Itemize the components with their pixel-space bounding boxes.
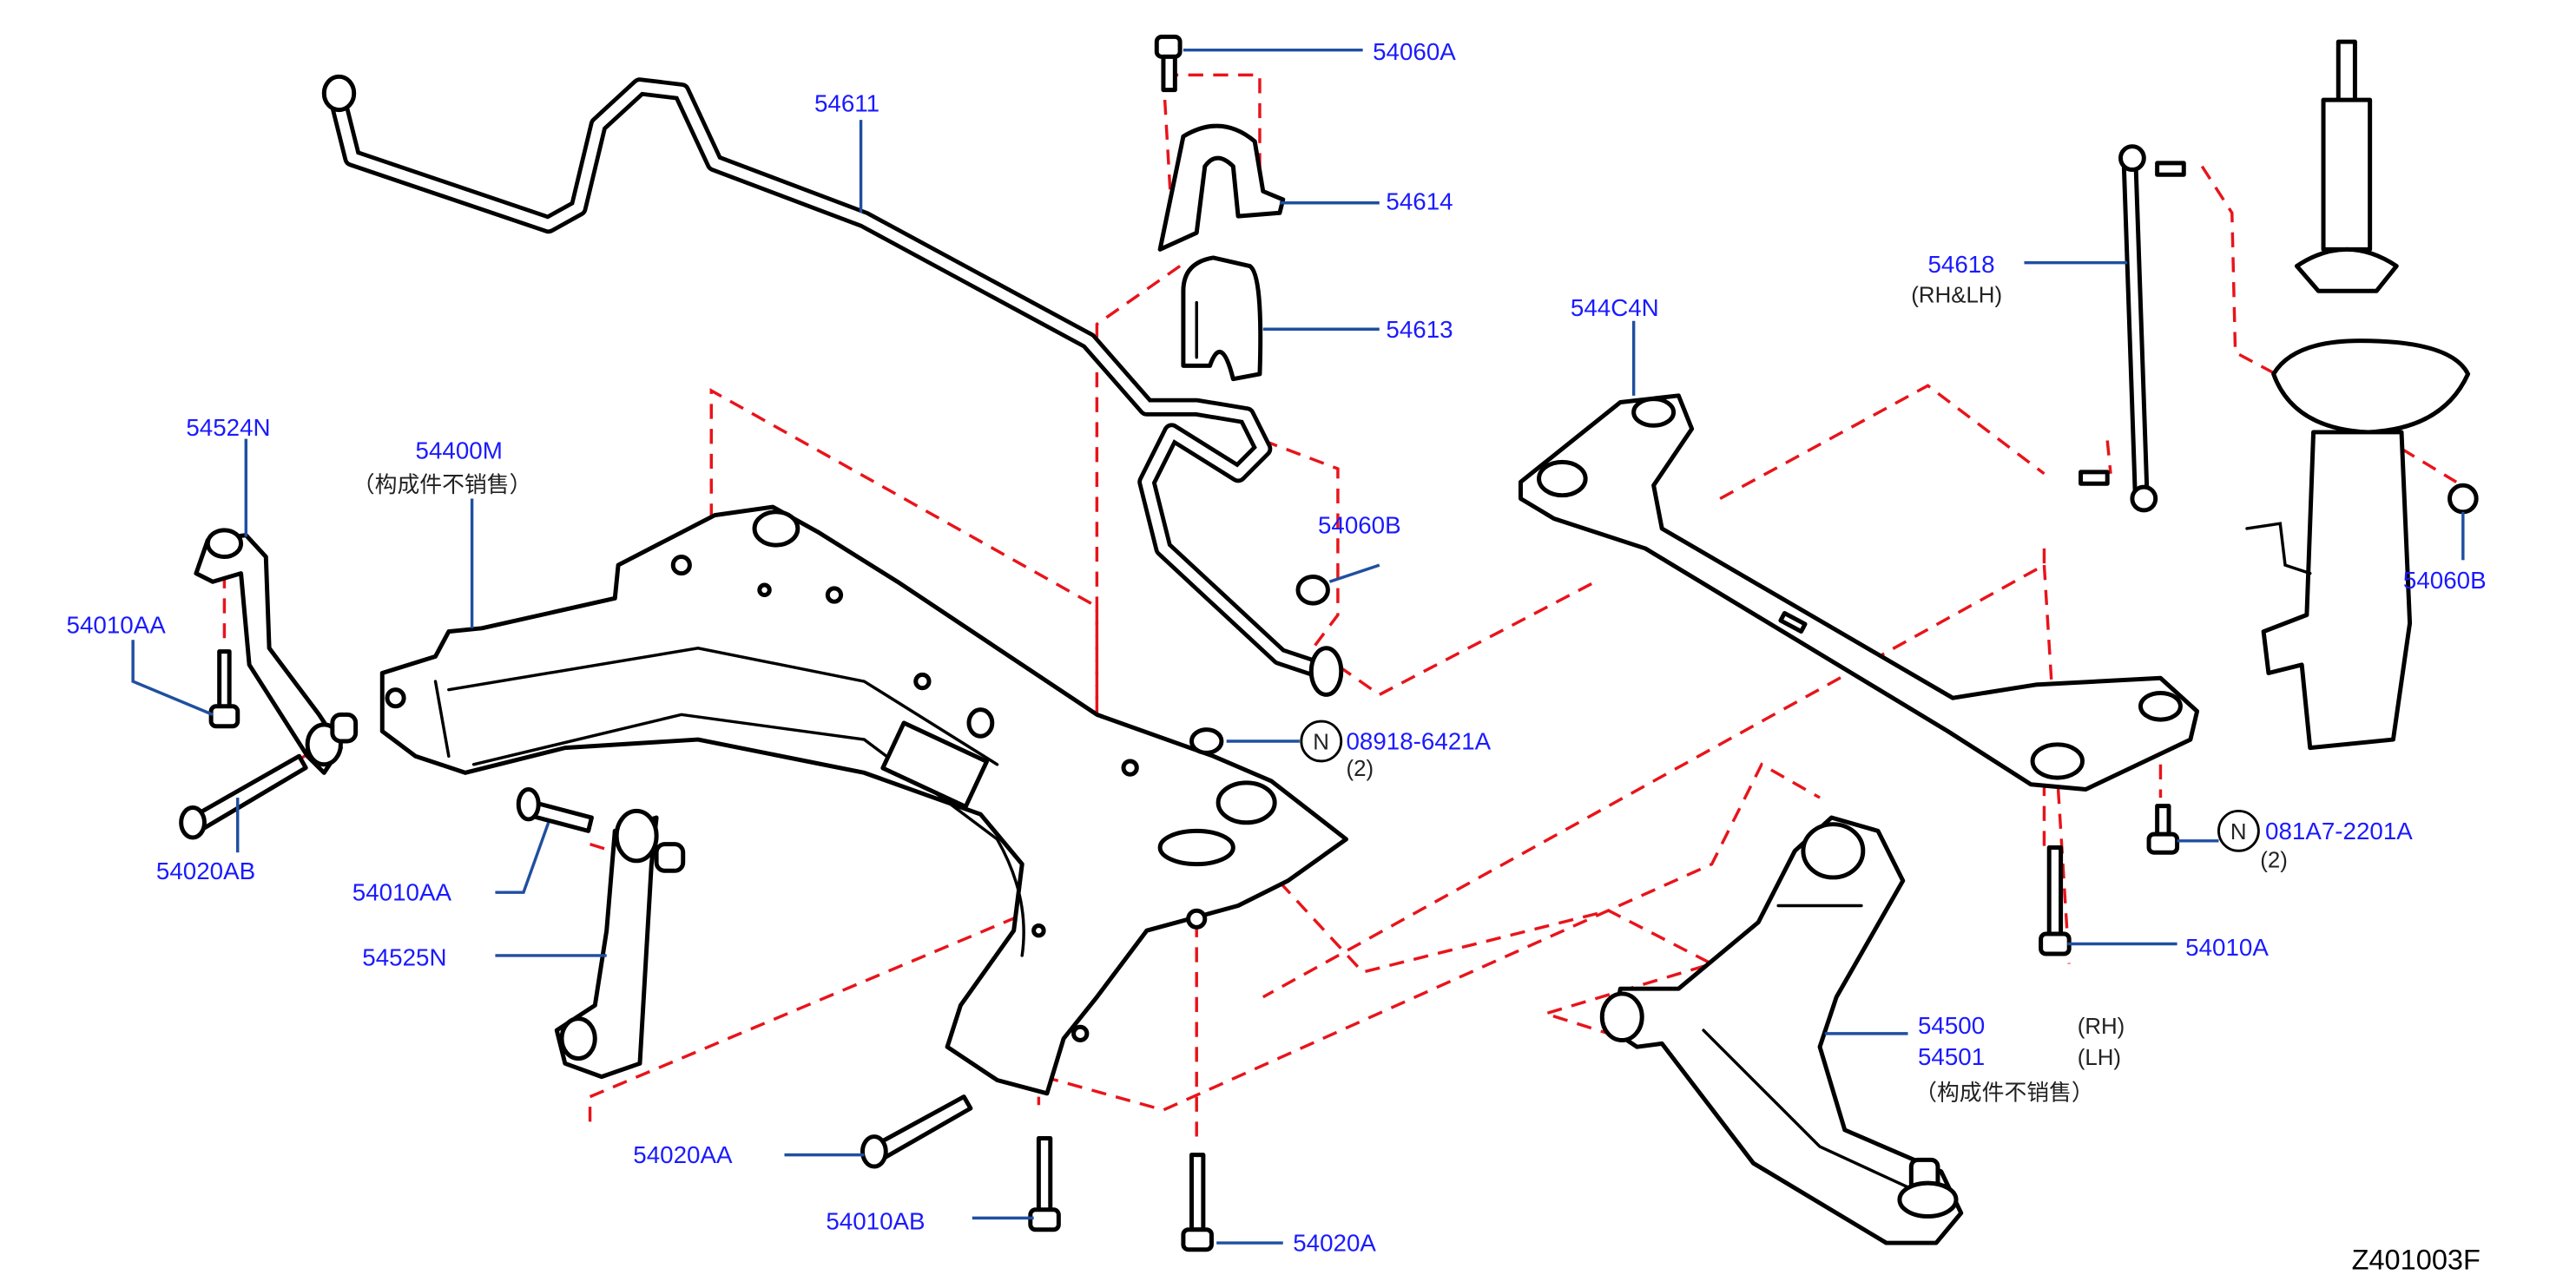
note-54400M: （构成件不销售）: [352, 472, 532, 497]
label-54020AA[interactable]: 54020AA: [633, 1141, 733, 1168]
n-mark-2: N: [2230, 820, 2247, 844]
label-08918-6421A[interactable]: 08918-6421A: [1346, 728, 1491, 755]
label-54500[interactable]: 54500: [1918, 1012, 1985, 1039]
stabilizer-link: [2079, 144, 2186, 513]
front-crossmember: [379, 504, 1348, 1096]
side-54501: (LH): [2078, 1046, 2121, 1070]
label-54010A[interactable]: 54010A: [2185, 934, 2269, 961]
bolt-54010AA-1: [208, 649, 240, 729]
diagram-code: Z401003F: [2352, 1245, 2480, 1276]
bolt-54020A: [1181, 1153, 1214, 1252]
label-54400M[interactable]: 54400M: [416, 437, 503, 464]
strut-assembly: [2245, 39, 2479, 751]
label-54613[interactable]: 54613: [1386, 316, 1453, 343]
nut-54060B-left: [1295, 574, 1330, 606]
side-54618: (RH&LH): [1911, 284, 2002, 308]
label-54020A[interactable]: 54020A: [1293, 1230, 1376, 1257]
label-081A7-2201A[interactable]: 081A7-2201A: [2265, 818, 2413, 844]
qty-081A7: (2): [2260, 848, 2288, 872]
link-54525N: [554, 808, 686, 1080]
label-54010AA-2[interactable]: 54010AA: [352, 879, 452, 906]
bolt-54010A: [2039, 845, 2072, 956]
member-544C4N: [1518, 393, 2200, 792]
new-part-n-icon: [2217, 809, 2260, 852]
label-54010AA-1[interactable]: 54010AA: [67, 612, 167, 639]
label-54525N[interactable]: 54525N: [362, 943, 446, 970]
bolt-54060A: [1154, 34, 1183, 93]
label-54060A[interactable]: 54060A: [1373, 38, 1456, 65]
label-54010AB[interactable]: 54010AB: [826, 1208, 925, 1235]
bolt-54010AB: [1028, 1135, 1061, 1232]
label-54060B-1[interactable]: 54060B: [1318, 512, 1401, 539]
label-54501[interactable]: 54501: [1918, 1043, 1985, 1070]
bolt-54010AA-2: [516, 787, 594, 833]
label-54020AB[interactable]: 54020AB: [156, 858, 255, 884]
new-part-n-icon: [1300, 720, 1343, 763]
side-54500: (RH): [2078, 1015, 2125, 1039]
bolt-081A7: [2146, 804, 2180, 855]
stabilizer-bar: [321, 74, 1344, 697]
label-54611[interactable]: 54611: [814, 90, 880, 117]
note-54500: （构成件不销售）: [1914, 1080, 2094, 1105]
label-544C4N[interactable]: 544C4N: [1571, 294, 1659, 321]
qty-08918: (2): [1346, 757, 1374, 781]
nut-08918: [1189, 727, 1224, 755]
label-54524N[interactable]: 54524N: [186, 414, 270, 441]
bolt-54020AA: [860, 1094, 973, 1169]
leader-lines: [131, 48, 2465, 1245]
stabilizer-bracket: [1157, 123, 1286, 382]
label-54614[interactable]: 54614: [1386, 187, 1453, 214]
bolt-54020AB: [179, 753, 308, 840]
label-54618[interactable]: 54618: [1927, 251, 1994, 278]
label-54060B-2[interactable]: 54060B: [2403, 567, 2487, 594]
n-mark-1: N: [1313, 731, 1329, 755]
lower-control-arm: [1599, 815, 1964, 1245]
